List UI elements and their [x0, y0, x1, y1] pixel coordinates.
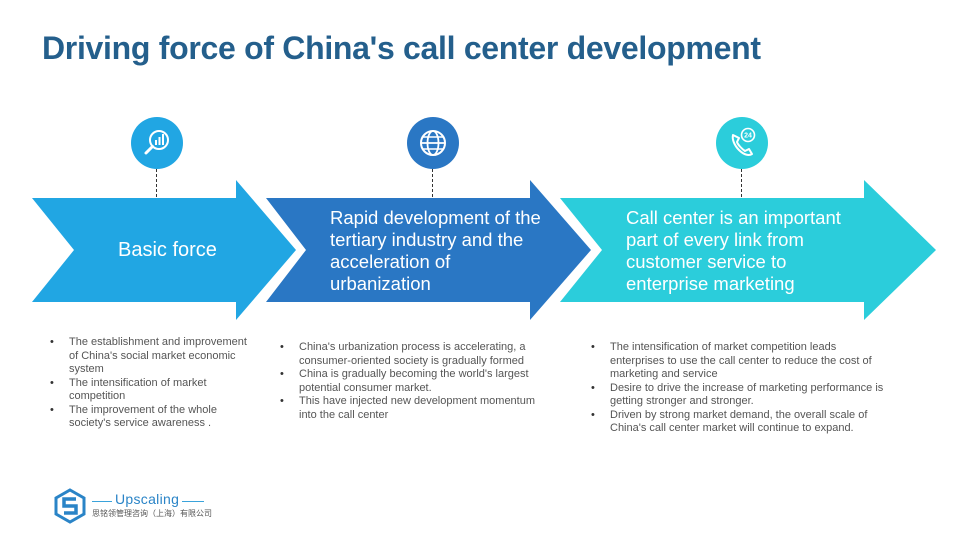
- stage-2-connector: [432, 169, 433, 197]
- phone-24-icon: 24: [731, 127, 756, 156]
- stage-2-bullets: China's urbanization process is accelera…: [280, 341, 552, 422]
- stage-1-label: Basic force: [118, 239, 217, 261]
- stage-2-label: Rapid development of the tertiary indust…: [330, 207, 541, 294]
- stage-1-connector: [156, 169, 157, 197]
- list-item: Driven by strong market demand, the over…: [591, 409, 891, 436]
- list-item: The intensification of market competitio…: [591, 341, 891, 382]
- list-item: Desire to drive the increase of marketin…: [591, 382, 891, 409]
- stage-2-arrow: [266, 180, 591, 320]
- list-item: The improvement of the whole society's s…: [50, 404, 250, 431]
- logo-subtitle: 思铭领管理咨询（上海）有限公司: [92, 509, 212, 518]
- logo-line-right: [182, 501, 204, 502]
- stage-1-arrow: [32, 180, 296, 320]
- stage-3-icon: 24: [716, 117, 768, 169]
- stage-3-bullets: The intensification of market competitio…: [591, 341, 891, 436]
- stage-3-arrow: [560, 180, 936, 320]
- list-item: China's urbanization process is accelera…: [280, 341, 552, 368]
- list-item: China is gradually becoming the world's …: [280, 368, 552, 395]
- page-title: Driving force of China's call center dev…: [42, 30, 761, 66]
- upscaling-logo-icon: [54, 488, 86, 524]
- svg-text:24: 24: [744, 133, 752, 140]
- globe-icon: [420, 130, 446, 156]
- stage-3-label: Call center is an important part of ever…: [626, 207, 841, 294]
- stage-1-icon: [131, 117, 183, 169]
- list-item: This have injected new development momen…: [280, 395, 552, 422]
- logo-line-left: [92, 501, 112, 502]
- magnifier-chart-icon: [144, 130, 169, 155]
- list-item: The intensification of market competitio…: [50, 377, 250, 404]
- list-item: The establishment and improvement of Chi…: [50, 336, 250, 377]
- stage-1-bullets: The establishment and improvement of Chi…: [50, 336, 250, 431]
- logo-name: Upscaling: [115, 491, 180, 507]
- stage-3-connector: [741, 169, 742, 197]
- stage-2-icon: [407, 117, 459, 169]
